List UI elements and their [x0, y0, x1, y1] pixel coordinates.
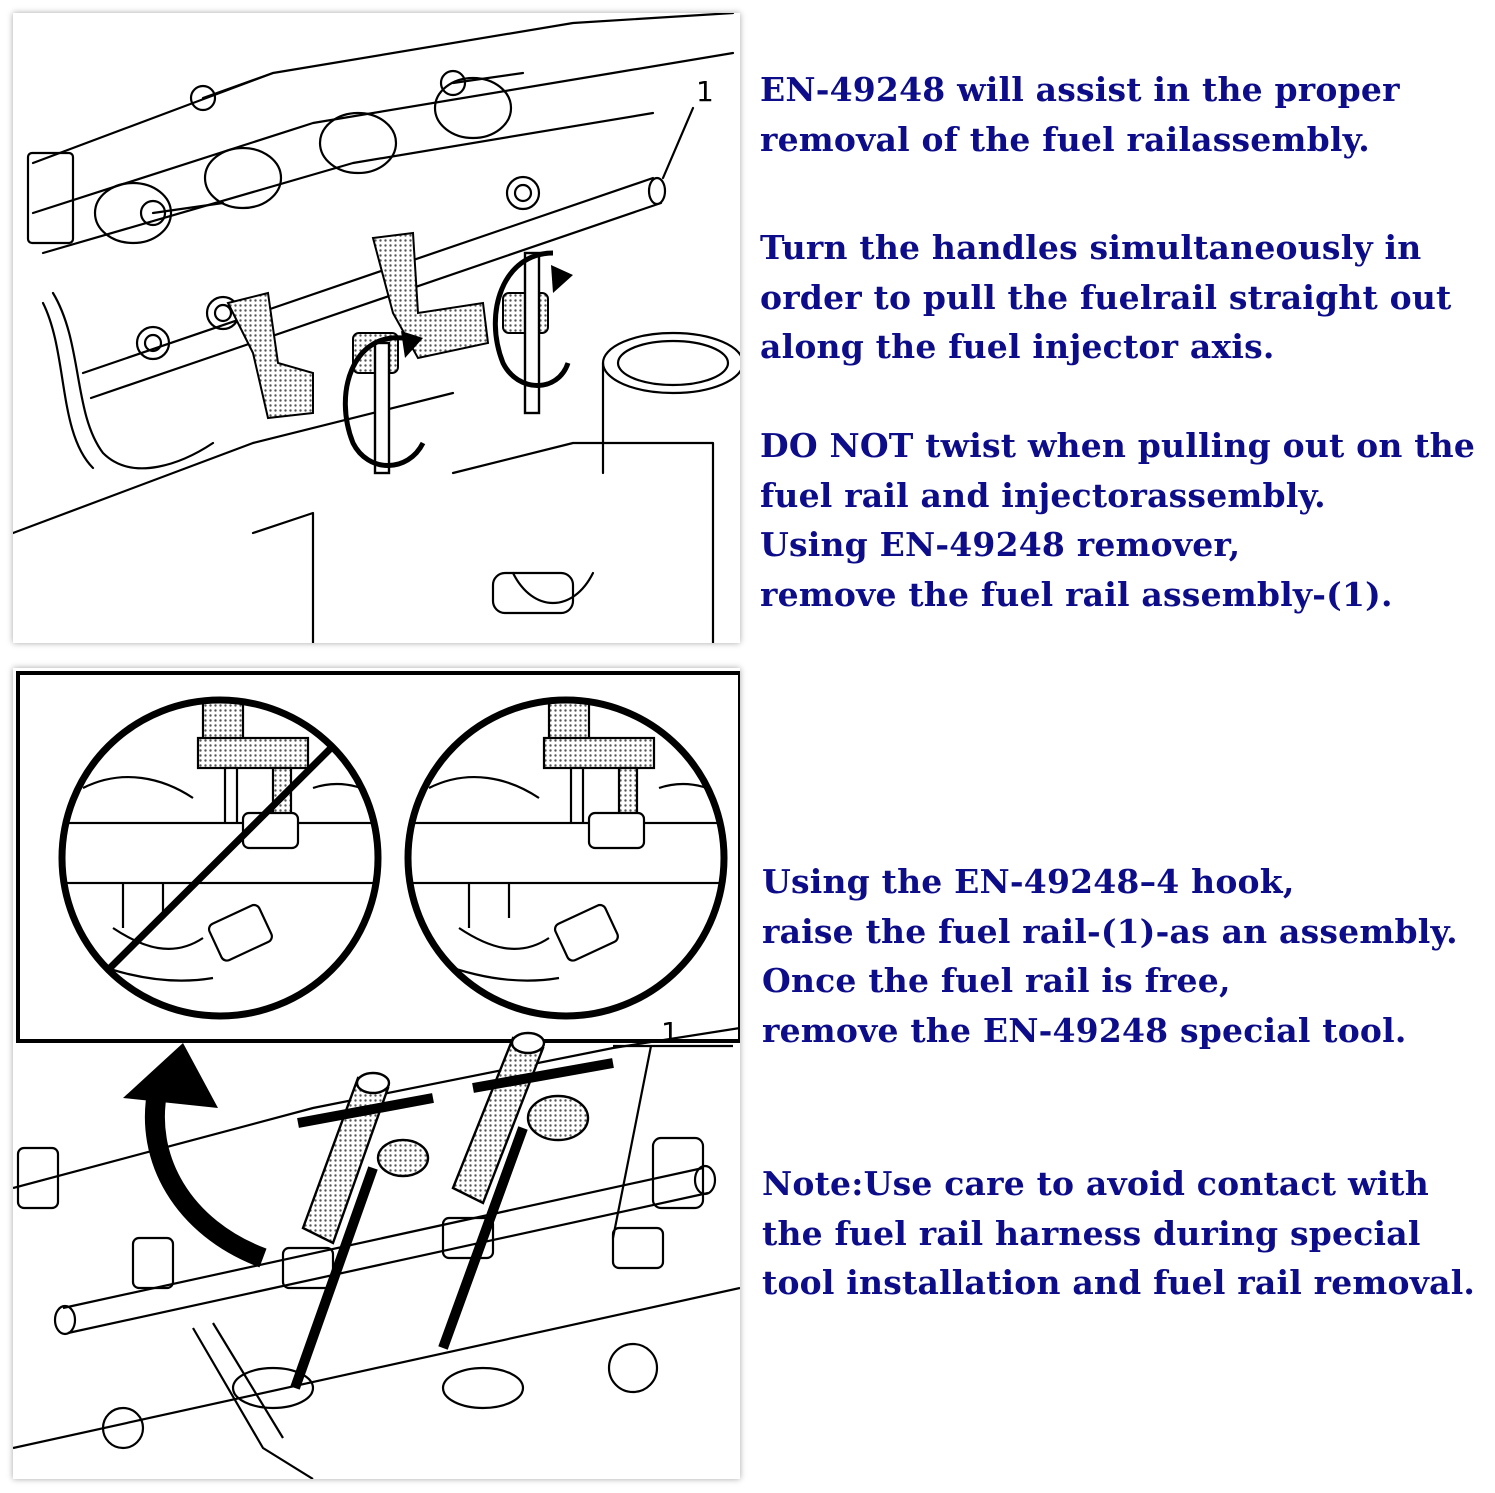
instruction-line: order to pull the fuelrail straight out: [760, 277, 1452, 317]
instruction-line: fuel rail and injectorassembly.: [760, 475, 1326, 515]
callout-1-top: 1: [696, 75, 714, 108]
instruction-line: Using the EN-49248–4 hook,: [762, 862, 1295, 901]
instruction-line: remove the EN-49248 special tool.: [762, 1010, 1407, 1050]
instruction-line: remove the fuel rail assembly-(1).: [760, 574, 1393, 614]
instruction-line: Once the fuel rail is free,: [762, 961, 1231, 1000]
engine-fuel-rail-diagram: 1: [13, 13, 740, 643]
correct-method-inset: [404, 696, 728, 1020]
instruction-line: raise the fuel rail-(1)-as an assembly.: [762, 911, 1458, 951]
instruction-line: the fuel rail harness during special: [762, 1213, 1421, 1253]
prohibited-slash: [105, 743, 336, 973]
instruction-line: DO NOT twist when pulling out on the: [760, 426, 1476, 465]
instruction-block-do-not-twist: DO NOT twist when pulling out on the fue…: [760, 421, 1475, 619]
instruction-line: along the fuel injector axis.: [760, 327, 1275, 366]
incorrect-method-inset: [58, 696, 382, 1020]
instruction-block-hook: Using the EN-49248–4 hook, raise the fue…: [762, 857, 1458, 1055]
instruction-block-note: Note:Use care to avoid contact with the …: [762, 1159, 1475, 1308]
instruction-line: EN-49248 will assist in the proper: [760, 70, 1400, 109]
instruction-line: Using EN-49248 remover,: [760, 525, 1241, 564]
instruction-block-intro: EN-49248 will assist in the proper remov…: [760, 65, 1400, 164]
instruction-line: Turn the handles simultaneously in: [760, 228, 1422, 267]
instruction-line: removal of the fuel railassembly.: [760, 119, 1370, 159]
instruction-line: Note:Use care to avoid contact with: [762, 1164, 1429, 1203]
top-illustration-panel: 1: [13, 13, 740, 643]
callout-1-bottom: 1: [661, 1016, 679, 1049]
lift-arrow: [144, 1085, 267, 1268]
instruction-line: tool installation and fuel rail removal.: [762, 1263, 1476, 1302]
hook-removal-diagram: 1: [13, 671, 740, 1479]
instruction-block-turn-handles: Turn the handles simultaneously in order…: [760, 223, 1451, 372]
bottom-illustration-panel: 1: [13, 668, 740, 1479]
